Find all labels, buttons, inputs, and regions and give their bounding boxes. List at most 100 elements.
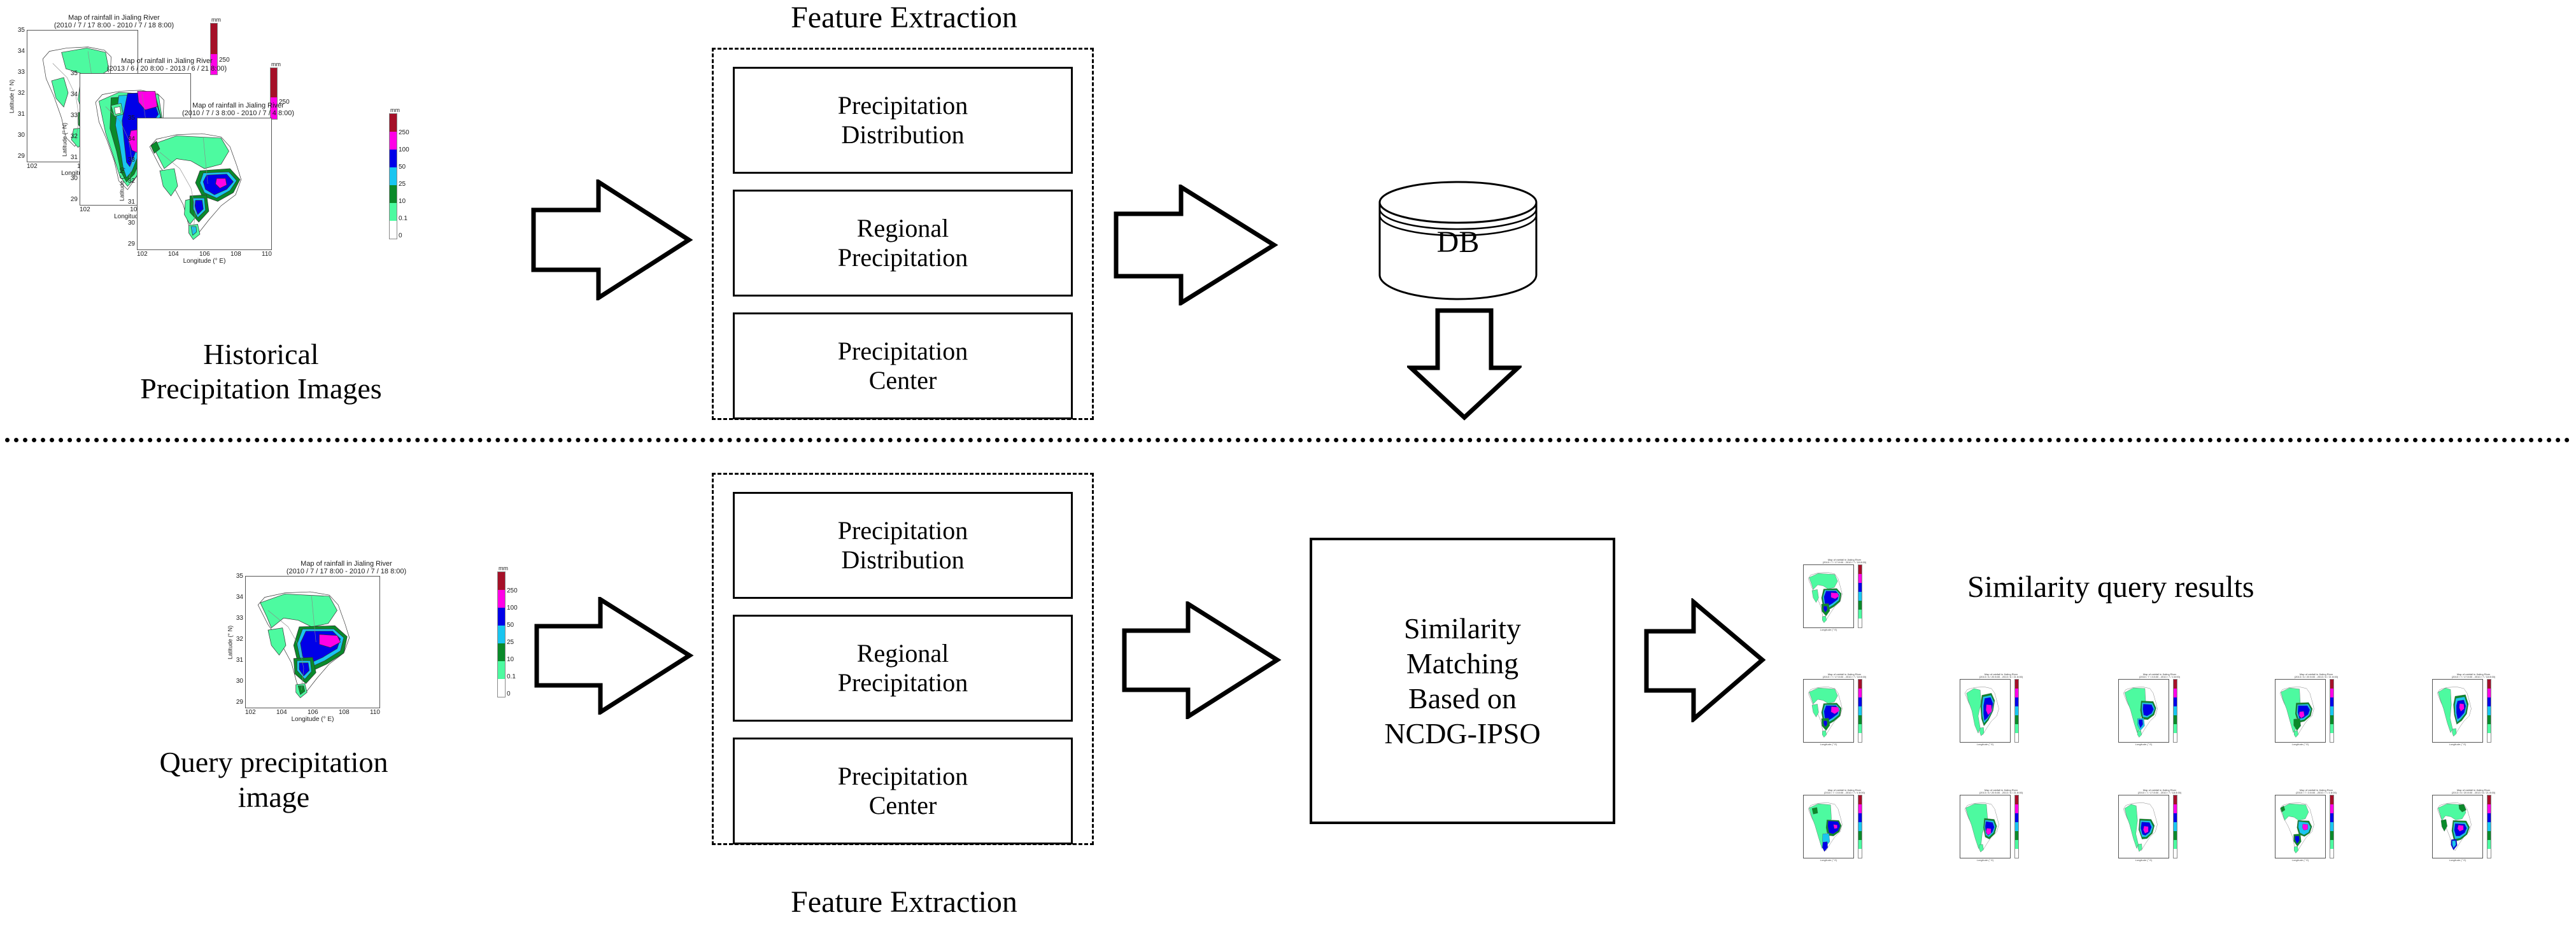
feature-item-regional-precipitation[interactable]: Regional Precipitation xyxy=(733,615,1073,722)
right-block-arrow-icon xyxy=(1122,601,1282,719)
plot-area: Latitude (° N) 35 34 33 32 31 30 29 xyxy=(118,115,334,265)
band-100 xyxy=(271,97,277,119)
x-tick-labels: 102 104 106 108 110 xyxy=(137,250,272,258)
map-title-line2: (2010 / 7 / 3 8:00 - 2010 / 7 / 4 8:00) xyxy=(181,109,295,118)
band-10 xyxy=(498,643,505,661)
y-axis-label: Latitude (° N) xyxy=(227,625,234,659)
thumb-axes xyxy=(1960,794,2011,858)
colorbar-3: mm 250 100 50 25 10 0.1 0 xyxy=(389,107,409,239)
map-axes xyxy=(245,575,380,708)
database-cylinder[interactable]: DB xyxy=(1372,178,1544,305)
thumb-title: Map of rainfall in Jialing River (2010 /… xyxy=(2295,788,2337,795)
basin-contours xyxy=(2279,802,2314,853)
result-thumbnail-top[interactable]: Map of rainfall in Jialing River (2010 /… xyxy=(1803,558,1886,631)
result-thumbnail[interactable]: Map of rainfall in Jialing River (2010 /… xyxy=(1803,788,1886,862)
map-axes xyxy=(137,117,272,250)
matching-line-1: Similarity xyxy=(1404,612,1521,645)
feature-item-precipitation-center[interactable]: Precipitation Center xyxy=(733,312,1073,419)
result-thumbnail[interactable]: Map of rainfall in Jialing River (2013 /… xyxy=(1960,673,2042,746)
map-title-line2: (2013 / 6 / 20 8:00 - 2013 / 6 / 21 8:00… xyxy=(106,65,227,73)
arrow-matching-to-results xyxy=(1643,598,1767,722)
thumb-title: Map of rainfall in Jialing River (2010 /… xyxy=(1823,788,1865,795)
colorbar-gradient xyxy=(497,571,506,697)
right-block-arrow-icon xyxy=(1644,598,1766,722)
thumb-title: Map of rainfall in Jialing River (2013 /… xyxy=(2451,788,2496,795)
thumb-xlabel: Longitude (° E) xyxy=(1820,858,1837,862)
thumb-colorbar xyxy=(2014,794,2019,858)
basin-contours xyxy=(149,133,242,240)
result-thumbnail[interactable]: Map of rainfall in Jialing River (2010 /… xyxy=(2275,788,2358,862)
query-image-label: Query precipitation image xyxy=(19,745,528,815)
colorbar-gradient xyxy=(389,113,397,239)
query-label-line1: Query precipitation xyxy=(159,746,388,778)
right-block-arrow-icon xyxy=(1114,185,1278,305)
result-thumbnail[interactable]: Map of rainfall in Jialing River (2010 /… xyxy=(2432,673,2515,746)
feature-item-line2: Precipitation xyxy=(837,668,968,697)
result-thumbnail[interactable]: Map of rainfall in Jialing River (2010 /… xyxy=(2118,673,2201,746)
feature-extraction-box-top: Precipitation Distribution Regional Prec… xyxy=(712,48,1094,420)
thumb-colorbar xyxy=(1858,794,1862,858)
band-250 xyxy=(390,114,397,132)
arrow-features-to-db xyxy=(1111,185,1280,305)
database-label: DB xyxy=(1436,225,1480,259)
thumb-axes xyxy=(2275,794,2326,858)
feature-item-line1: Precipitation xyxy=(837,761,968,790)
thumb-xlabel: Longitude (° E) xyxy=(1820,627,1837,631)
thumb-xlabel: Longitude (° E) xyxy=(2135,742,2153,746)
historical-map-3: Map of rainfall in Jialing River (2010 /… xyxy=(118,102,334,265)
map-title-line2: (2010 / 7 / 17 8:00 - 2010 / 7 / 18 8:00… xyxy=(53,22,174,30)
query-map: Map of rainfall in Jialing River (2010 /… xyxy=(226,560,442,723)
colorbar-unit: mm xyxy=(390,107,400,113)
result-thumbnail[interactable]: Map of rainfall in Jialing River (2013 /… xyxy=(2275,673,2358,746)
colorbar-unit: mm xyxy=(211,17,221,23)
colorbar-tick-labels: 250 100 50 25 10 0.1 0 xyxy=(507,587,518,697)
y-axis-label: Latitude (° N) xyxy=(8,79,15,113)
colorbar-tick-250: 250 xyxy=(279,99,290,106)
map-title-line1: Map of rainfall in Jialing River xyxy=(68,14,160,22)
feature-extraction-box-bottom: Precipitation Distribution Regional Prec… xyxy=(712,473,1094,845)
y-axis-label: Latitude (° N) xyxy=(61,122,68,157)
feature-item-precipitation-distribution[interactable]: Precipitation Distribution xyxy=(733,67,1073,174)
result-thumbnail[interactable]: Map of rainfall in Jialing River (2013 /… xyxy=(1960,788,2042,862)
feature-item-line2: Distribution xyxy=(841,545,965,574)
thumb-axes xyxy=(2432,794,2483,858)
results-title: Similarity query results xyxy=(1967,570,2254,604)
band-0 xyxy=(498,679,505,697)
colorbar-unit: mm xyxy=(499,565,508,571)
band-250 xyxy=(271,68,277,98)
result-thumbnail[interactable]: Map of rainfall in Jialing River (2010 /… xyxy=(1803,673,1886,746)
band-01 xyxy=(498,661,505,679)
colorbar-1: mm 250 xyxy=(210,17,230,75)
thumb-colorbar xyxy=(2014,678,2019,743)
arrow-features-to-matching xyxy=(1119,601,1282,719)
basin-contours xyxy=(2279,687,2314,738)
map-title: Map of rainfall in Jialing River (2013 /… xyxy=(60,57,251,73)
arrow-db-down xyxy=(1407,307,1522,421)
thumb-colorbar xyxy=(2173,794,2177,858)
thumb-colorbar xyxy=(1858,678,1862,743)
thumb-title: Map of rainfall in Jialing River (2010 /… xyxy=(2139,673,2181,679)
similarity-matching-box[interactable]: Similarity Matching Based on NCDG-IPSO xyxy=(1310,538,1615,824)
colorbar-2: mm 250 xyxy=(270,61,290,120)
result-thumbnail[interactable]: Map of rainfall in Jialing River (2013 /… xyxy=(2432,788,2515,862)
thumb-xlabel: Longitude (° E) xyxy=(2291,742,2309,746)
map-title-line1: Map of rainfall in Jialing River xyxy=(192,102,284,109)
band-250 xyxy=(211,24,217,54)
band-100 xyxy=(498,590,505,608)
feature-item-regional-precipitation[interactable]: Regional Precipitation xyxy=(733,190,1073,297)
arrow-historical-to-features xyxy=(528,179,694,300)
thumb-title: Map of rainfall in Jialing River (2013 /… xyxy=(1979,673,2023,679)
colorbar-gradient xyxy=(270,67,278,120)
feature-item-precipitation-distribution[interactable]: Precipitation Distribution xyxy=(733,492,1073,599)
map-title-line2: (2010 / 7 / 17 8:00 - 2010 / 7 / 18 8:00… xyxy=(286,568,407,576)
band-50 xyxy=(390,150,397,167)
colorbar-query: mm 250 100 50 25 10 0.1 0 xyxy=(497,565,518,697)
feature-item-line2: Distribution xyxy=(841,120,965,149)
result-thumbnail[interactable]: Map of rainfall in Jialing River (2010 /… xyxy=(2118,788,2201,862)
feature-item-line2: Center xyxy=(868,791,937,820)
map-title: Map of rainfall in Jialing River (2010 /… xyxy=(226,560,442,576)
thumb-xlabel: Longitude (° E) xyxy=(2135,858,2153,862)
y-tick-labels: 35 34 33 32 31 30 29 xyxy=(236,572,243,706)
feature-item-precipitation-center[interactable]: Precipitation Center xyxy=(733,738,1073,844)
feature-item-line1: Precipitation xyxy=(837,515,968,545)
